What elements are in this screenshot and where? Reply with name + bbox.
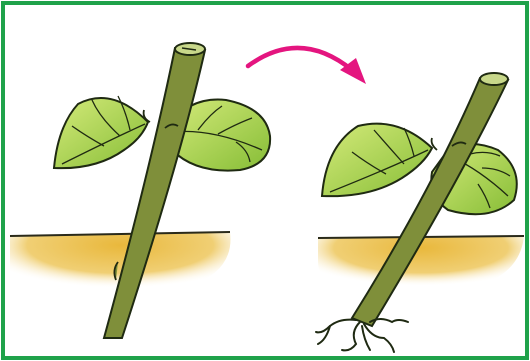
leaf-right-a — [322, 124, 432, 197]
curved-arrow-icon — [248, 48, 366, 84]
stem-left — [104, 48, 205, 338]
roots — [316, 319, 408, 352]
rooted-cutting-icon — [316, 73, 524, 352]
stem-cutting-icon — [10, 43, 270, 338]
leaf-left-a — [54, 98, 148, 168]
